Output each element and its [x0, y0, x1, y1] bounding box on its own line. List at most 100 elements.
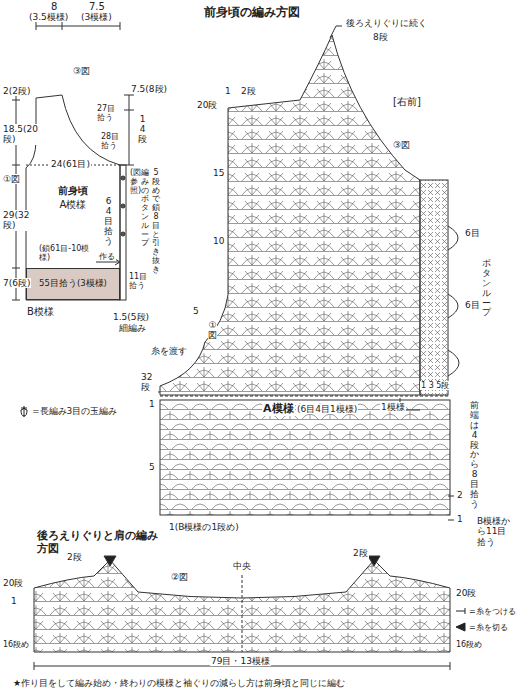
chart-label: (鎖61目-10模様): [38, 244, 94, 262]
legend-text: =長編み3目の玉編み: [32, 405, 117, 418]
back-neck-area: [34, 560, 450, 652]
chart-title: 前身頃の編み方図: [204, 4, 300, 21]
chart-label: 24(61目): [50, 159, 91, 169]
pattern-b-area: [160, 400, 450, 515]
vertical-note: ①図: [208, 320, 217, 342]
front-chart: [156, 26, 459, 520]
button-loop-dot: [121, 204, 125, 208]
node-heading: 前身頃: [44, 184, 102, 198]
chart-label: 16段め: [2, 640, 30, 649]
node-text: A模様: [44, 198, 102, 212]
chart-label: 1(B模様の1段め): [168, 522, 240, 532]
chart-label: 糸を渡す: [150, 346, 188, 356]
chart-label: B模様から11目拾う: [476, 516, 512, 547]
chart-label: 後ろえりぐりと肩の編み方図: [36, 530, 168, 555]
chart-label: 32段: [140, 372, 158, 393]
chart-label: 1模様: [380, 402, 406, 412]
chart-label: 10: [212, 236, 225, 246]
chart-label: 後ろえりぐりに続く: [345, 18, 428, 28]
chart-label: (3.5模様): [28, 12, 69, 22]
chain-row: [160, 396, 450, 397]
chart-label: 1: [148, 399, 156, 409]
chart-label: 20段: [196, 100, 218, 110]
chart-label: 20段: [455, 588, 477, 598]
chart-label: 中央: [232, 561, 252, 571]
legend-symbol: [455, 620, 467, 634]
chart-label: 20段: [2, 578, 24, 588]
pattern-a-area: [160, 35, 420, 395]
chart-label: 18.5(20段): [2, 124, 38, 145]
vertical-note: 64目拾う: [104, 196, 113, 247]
chart-label: [右前]: [392, 96, 422, 108]
chart-label: 作る: [98, 252, 116, 261]
chart-label: 29(32段): [2, 210, 38, 231]
node-text: B模様: [27, 305, 54, 319]
chart-label: 16段め: [455, 640, 483, 649]
chart-label: (3模様): [80, 12, 113, 22]
chart-label: 1: [10, 596, 18, 606]
chart-label: 2段: [66, 552, 83, 562]
chart-label: 1: [224, 86, 232, 96]
rib-band: 55目拾う(3模様)B模様: [26, 268, 120, 300]
chart-label: 11目拾う: [128, 272, 154, 290]
chart-label: 1 3 5段: [420, 381, 450, 390]
symbol-stroke: [21, 406, 27, 417]
chart-label: ②図: [170, 572, 189, 582]
chart-label: 7.5: [88, 1, 106, 13]
vertical-note: ボタンループ: [482, 258, 491, 319]
legend-item: =糸を切る: [455, 620, 508, 634]
chart-label: 細編み: [118, 323, 147, 333]
neck-dimension: [124, 95, 134, 110]
symbol-stroke: [456, 608, 465, 614]
chart-label: 2段: [352, 548, 369, 558]
vertical-note: 編みのボタンループ: [141, 168, 149, 249]
chart-label: 28目拾う: [100, 132, 126, 150]
vertical-note: 前端は4段から8目拾う: [470, 400, 479, 511]
schematic: [12, 22, 134, 300]
chart-label: 1: [456, 514, 464, 524]
chart-label: 15: [212, 168, 225, 178]
chart-label: 8段: [372, 32, 389, 42]
chart-label: ★作り目をして編み始め・終わりの模様と袖ぐりの減らし方は前身頃と同じに編む: [12, 678, 346, 688]
chart-label: 6目: [464, 228, 481, 238]
chart-label: 5: [148, 462, 156, 472]
legend-item: =長編み3目の玉編み: [18, 404, 117, 418]
button-loop-dot: [121, 232, 125, 236]
legend-text: =糸を切る: [469, 622, 508, 633]
button-loop-dot: [121, 176, 125, 180]
chart-label: 7(6段): [2, 278, 31, 288]
front-band-outline: [120, 165, 126, 300]
chart-label: 2段: [240, 86, 257, 96]
back-chart: [34, 556, 450, 670]
chart-label: 5: [192, 306, 200, 316]
vertical-note: (図参照): [130, 168, 138, 196]
front-body-outline: [26, 95, 120, 300]
vertical-note: 14段: [138, 114, 147, 146]
center-line: [242, 575, 243, 652]
leader: [330, 26, 342, 38]
node-heading: 55目拾う(3模様): [39, 278, 107, 290]
width-dimension: [36, 22, 120, 30]
row-marker: [156, 392, 454, 520]
chart-label: 79目・13模様: [210, 656, 271, 666]
button-loops: [448, 226, 459, 376]
front-band: [420, 180, 448, 395]
chart-label: ③図: [392, 140, 411, 150]
legend-item: =糸をつける: [455, 604, 516, 618]
legend-symbol: [455, 604, 467, 618]
chart-label: A模様: [262, 403, 295, 416]
repeat-bracket: [380, 398, 420, 412]
vertical-note: 5段めで鎖8目と引き抜き: [152, 168, 160, 276]
chart-label: 7.5(8段): [130, 84, 168, 94]
chart-label: 6目: [464, 300, 481, 310]
symbol-stroke: [456, 623, 465, 631]
chart-label: 8: [50, 1, 58, 13]
chart-label: 2(2段): [2, 86, 31, 96]
legend-text: =糸をつける: [469, 606, 516, 617]
chart-label: 1.5(5段): [112, 312, 150, 322]
chart-label: 2: [456, 490, 464, 500]
front-body-label: 前身頃A模様: [44, 184, 102, 220]
chart-label: (6目4目1模様): [296, 404, 358, 414]
